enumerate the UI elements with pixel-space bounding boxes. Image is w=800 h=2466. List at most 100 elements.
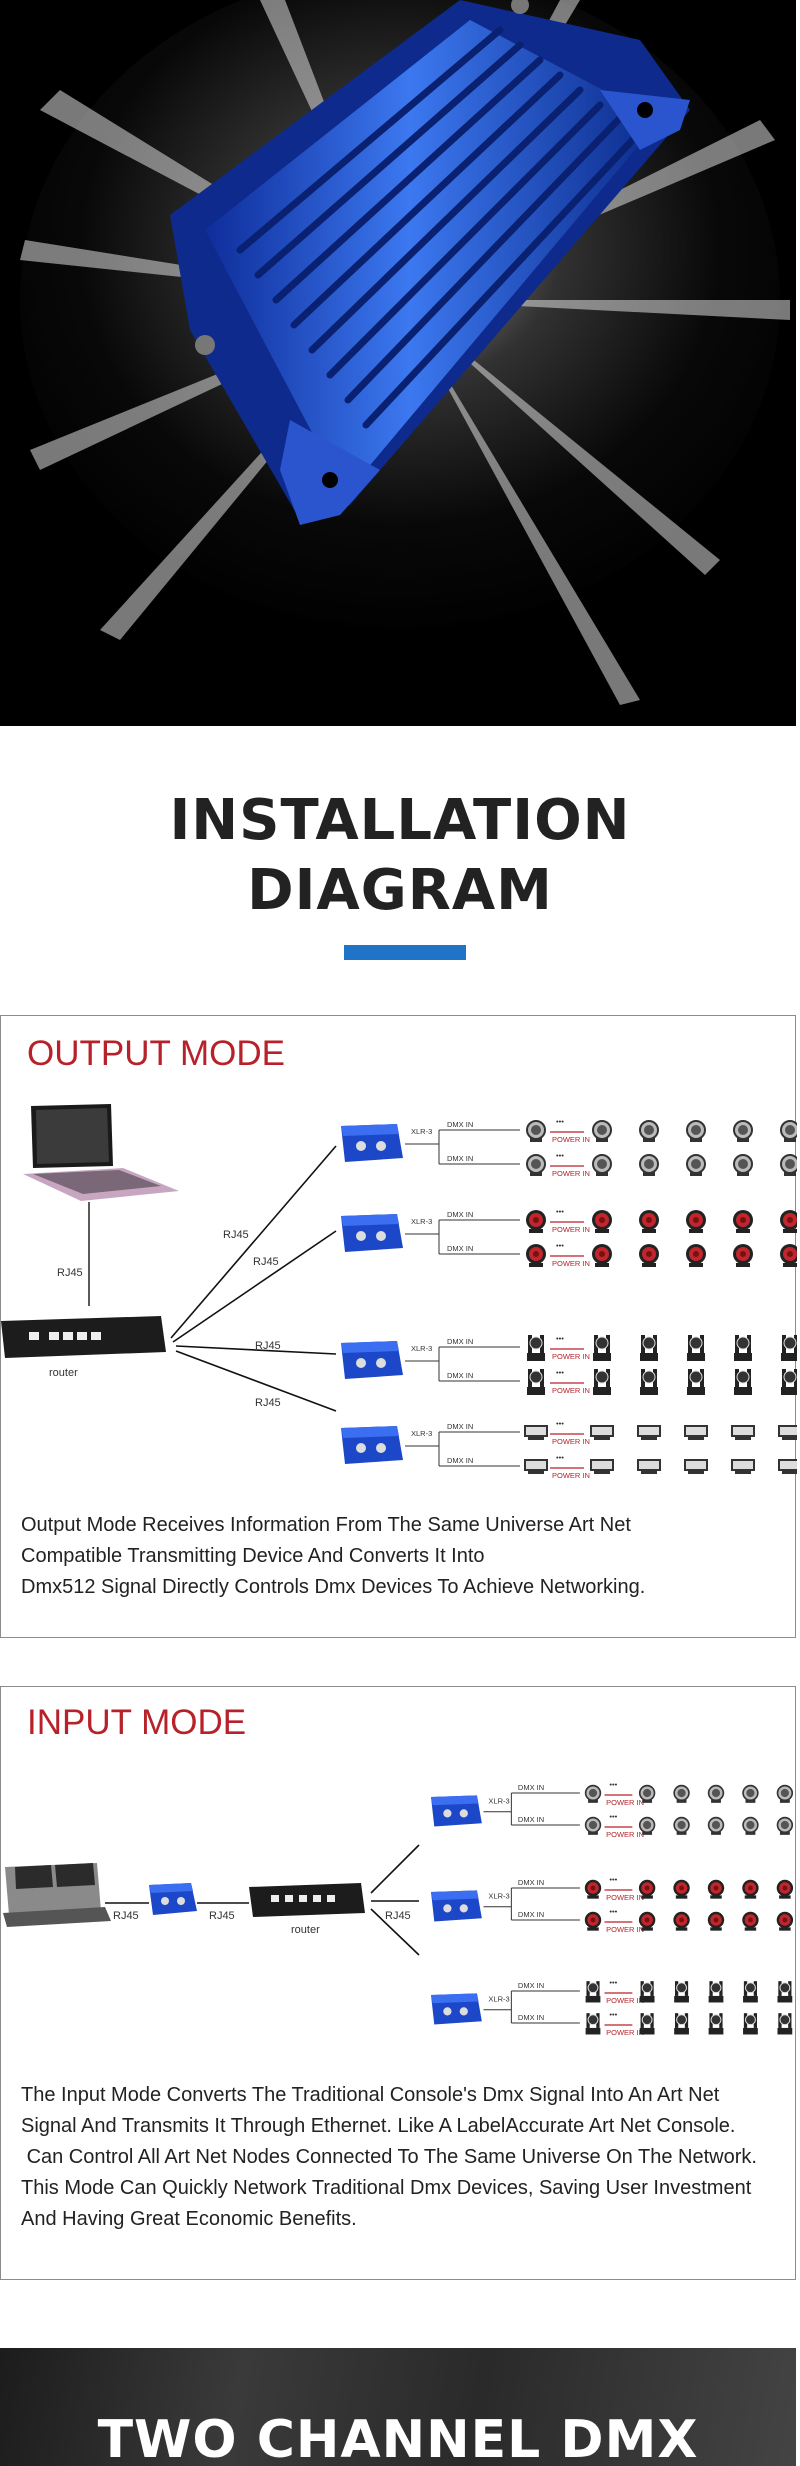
par-light-fixture-icon — [526, 1154, 546, 1176]
rj45-label-4: RJ45 — [255, 1397, 281, 1409]
moving-head-fixture-icon — [639, 1981, 655, 2003]
power-in-label: POWER IN — [606, 1798, 644, 1807]
wash-light-fixture-icon — [673, 1879, 690, 1899]
wash-light-fixture-icon — [776, 1879, 794, 1899]
input-mode-description: The Input Mode Converts The Traditional … — [21, 2084, 757, 2230]
wash-light-fixture-icon — [526, 1244, 546, 1267]
output-mode-description: Output Mode Receives Information From Th… — [21, 1514, 646, 1598]
xlr-label: XLR-3 — [411, 1344, 432, 1353]
wash-light-fixture-icon — [639, 1244, 659, 1267]
input-router-rj45-label: RJ45 — [385, 1910, 411, 1922]
dmx-node-icon — [431, 1795, 482, 1827]
chain-dots: ••• — [556, 1419, 564, 1428]
wash-light-fixture-icon — [526, 1210, 546, 1233]
moving-head-fixture-icon — [640, 1335, 658, 1361]
par-light-fixture-icon — [686, 1120, 706, 1142]
output-router-label: router — [49, 1367, 78, 1379]
moving-head-fixture-icon — [708, 2013, 724, 2035]
par-light-fixture-icon — [686, 1154, 706, 1176]
output-mode-panel: OUTPUT MODE RJ45 router RJ45 R — [0, 1015, 797, 1638]
par-light-fixture-icon — [742, 1816, 759, 1835]
power-in-label: POWER IN — [552, 1352, 590, 1361]
wash-light-fixture-icon — [584, 1879, 602, 1899]
lighting-console-icon — [3, 1863, 111, 1927]
product-hero-image — [0, 0, 796, 726]
power-in-label: POWER IN — [552, 1259, 590, 1268]
strobe-light-fixture-icon — [637, 1425, 661, 1440]
power-in-label: POWER IN — [606, 1830, 644, 1839]
power-in-label: POWER IN — [552, 1135, 590, 1144]
dmx-in-label: DMX IN — [518, 1815, 544, 1824]
par-light-fixture-icon — [584, 1784, 602, 1803]
dmx-node-icon — [431, 1890, 482, 1922]
xlr-label: XLR-3 — [488, 1995, 509, 2004]
dmx-node-icon — [431, 1993, 482, 2025]
strobe-light-fixture-icon — [590, 1459, 614, 1474]
wash-light-fixture-icon — [733, 1244, 753, 1267]
chain-dots: ••• — [609, 1978, 617, 1987]
power-in-label: POWER IN — [552, 1169, 590, 1178]
input-router-icon — [249, 1883, 365, 1917]
moving-head-fixture-icon — [527, 1335, 545, 1361]
par-light-fixture-icon — [742, 1784, 759, 1803]
rj45-label-3: RJ45 — [255, 1340, 281, 1352]
power-in-label: POWER IN — [606, 1925, 644, 1934]
par-light-fixture-icon — [733, 1120, 753, 1142]
par-light-fixture-icon — [780, 1120, 797, 1142]
input-mode-panel: INPUT MODE RJ45 RJ45 router — [0, 1686, 796, 2280]
par-light-fixture-icon — [584, 1816, 602, 1835]
par-light-fixture-icon — [780, 1154, 797, 1176]
power-in-label: POWER IN — [606, 1893, 644, 1902]
wash-light-fixture-icon — [639, 1210, 659, 1233]
title-line-2: DIAGRAM — [247, 858, 553, 923]
strobe-light-fixture-icon — [590, 1425, 614, 1440]
chain-dots: ••• — [556, 1151, 564, 1160]
dmx-in-label: DMX IN — [518, 1910, 544, 1919]
dmx-node-device — [170, 0, 690, 525]
dmx-in-label: DMX IN — [518, 1878, 544, 1887]
moving-head-fixture-icon — [781, 1335, 797, 1361]
chain-dots: ••• — [556, 1368, 564, 1377]
input-node-rj45-label: RJ45 — [209, 1910, 235, 1922]
moving-head-fixture-icon — [708, 1981, 724, 2003]
par-light-fixture-icon — [733, 1154, 753, 1176]
xlr-label: XLR-3 — [411, 1429, 432, 1438]
wash-light-fixture-icon — [638, 1911, 656, 1931]
moving-head-fixture-icon — [593, 1335, 611, 1361]
par-light-fixture-icon — [639, 1120, 659, 1142]
output-mode-title: OUTPUT MODE — [27, 1034, 285, 1073]
chain-dots: ••• — [609, 1812, 617, 1821]
chain-dots: ••• — [609, 1780, 617, 1789]
moving-head-fixture-icon — [639, 2013, 655, 2035]
dmx-in-label: DMX IN — [447, 1371, 473, 1380]
power-in-label: POWER IN — [552, 1437, 590, 1446]
rj45-label-1: RJ45 — [223, 1229, 249, 1241]
xlr-label: XLR-3 — [411, 1217, 432, 1226]
power-in-label: POWER IN — [552, 1225, 590, 1234]
chain-dots: ••• — [556, 1117, 564, 1126]
moving-head-fixture-icon — [687, 1335, 705, 1361]
two-channel-banner: TWO CHANNEL DMX — [0, 2348, 796, 2466]
par-light-fixture-icon — [707, 1784, 725, 1803]
moving-head-fixture-icon — [674, 1981, 689, 2003]
router-icon — [1, 1316, 166, 1358]
input-mode-title: INPUT MODE — [27, 1703, 247, 1742]
power-in-label: POWER IN — [552, 1471, 590, 1480]
wash-light-fixture-icon — [742, 1879, 759, 1899]
strobe-light-fixture-icon — [731, 1459, 755, 1474]
par-light-fixture-icon — [776, 1816, 794, 1835]
wash-light-fixture-icon — [686, 1244, 706, 1267]
dmx-in-label: DMX IN — [518, 2013, 544, 2022]
par-light-fixture-icon — [592, 1154, 612, 1176]
strobe-light-fixture-icon — [637, 1459, 661, 1474]
power-in-label: POWER IN — [606, 1996, 644, 2005]
input-dmx-node-icon — [149, 1883, 197, 1915]
